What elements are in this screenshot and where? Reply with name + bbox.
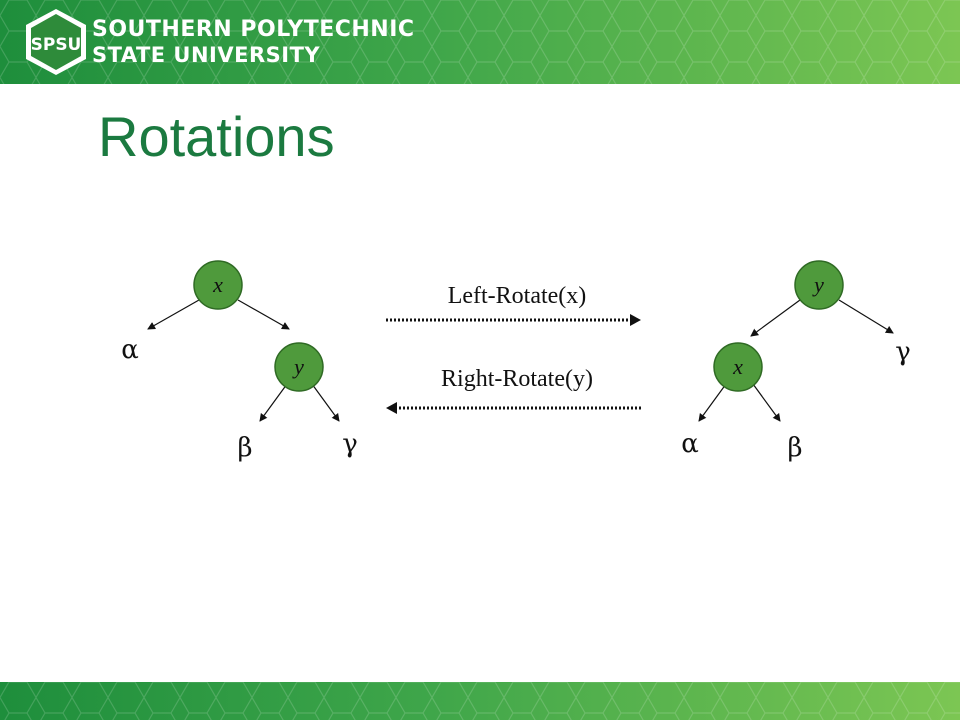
left-leaf-gamma: γ <box>342 429 358 459</box>
spsu-logo: SPSU <box>26 9 86 75</box>
logo-text: SPSU <box>31 35 82 55</box>
left-rotate-label: Left-Rotate(x) <box>448 283 587 309</box>
left-child-label: y <box>292 354 304 379</box>
right-rotate-label: Right-Rotate(y) <box>441 366 593 392</box>
footer-banner <box>0 682 960 720</box>
right-leaf-alpha: α <box>681 429 699 459</box>
right-child-label: x <box>732 354 743 379</box>
edge-y-gamma <box>311 383 340 422</box>
edge-x-alpha-right <box>698 383 727 422</box>
right-tree-root-node: y <box>794 260 844 310</box>
right-root-label: y <box>812 272 824 297</box>
left-rotate-arrowhead <box>630 314 641 326</box>
right-rotate-arrowhead <box>386 402 397 414</box>
left-leaf-beta: β <box>237 433 252 463</box>
edge-y-beta <box>259 383 288 422</box>
university-name-line2: STATE UNIVERSITY <box>92 43 321 67</box>
right-leaf-gamma: γ <box>895 337 911 367</box>
slide-title: Rotations <box>98 105 335 168</box>
left-root-label: x <box>212 272 223 297</box>
edge-y-gamma-right <box>838 299 894 334</box>
edge-x-beta-right <box>752 383 781 422</box>
university-name-line1: SOUTHERN POLYTECHNIC <box>92 17 415 42</box>
edge-y-x <box>750 299 801 337</box>
header-banner: SPSU SOUTHERN POLYTECHNIC STATE UNIVERSI… <box>0 0 960 84</box>
edge-x-y <box>237 299 290 330</box>
edge-x-alpha <box>147 299 200 330</box>
left-leaf-alpha: α <box>121 335 139 365</box>
right-tree-child-node: x <box>713 342 763 392</box>
left-tree-child-node: y <box>274 342 324 392</box>
right-leaf-beta: β <box>787 433 802 463</box>
footer-hex-pattern <box>0 682 960 720</box>
hex-pattern <box>0 0 960 84</box>
left-tree-root-node: x <box>193 260 243 310</box>
